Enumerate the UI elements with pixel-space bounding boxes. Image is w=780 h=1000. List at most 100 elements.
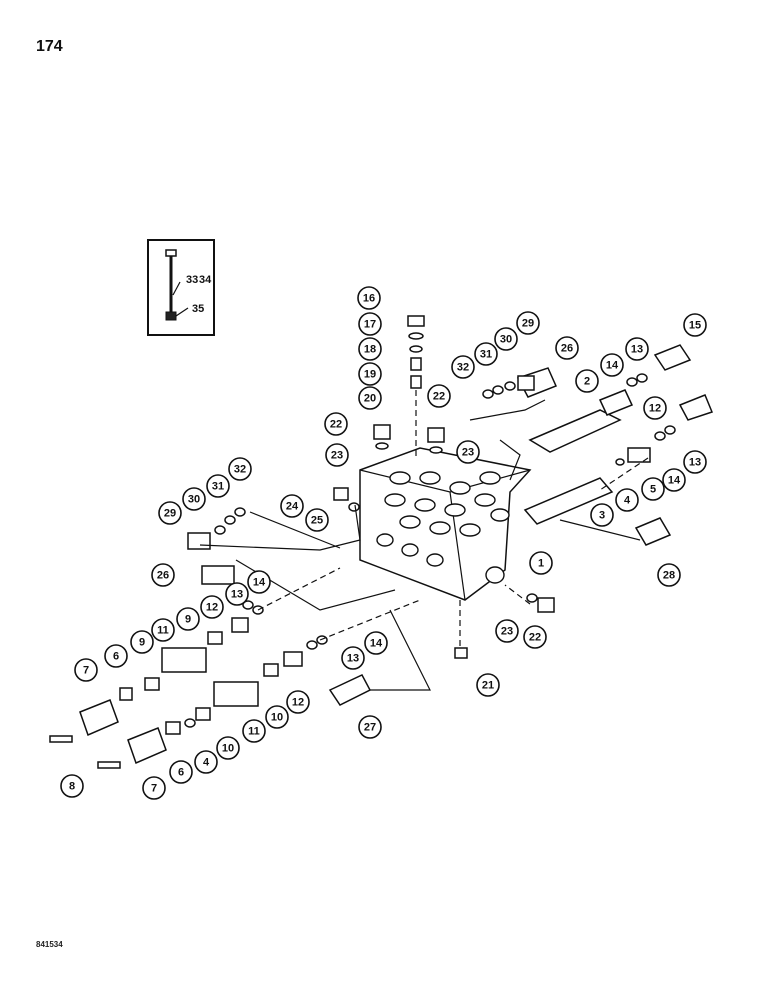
callout-c32a: 32 (451, 355, 475, 379)
callout-c13c: 13 (625, 337, 649, 361)
callout-c28: 28 (657, 563, 681, 587)
spool-3 (523, 477, 614, 525)
callout-label: 19 (364, 369, 376, 381)
callout-label: 22 (433, 391, 445, 403)
callout-label: 14 (606, 360, 619, 372)
page-number: 174 (36, 38, 63, 55)
callout-c6a: 6 (104, 644, 128, 668)
callout-label: 26 (157, 570, 169, 582)
callout-c24: 24 (280, 494, 304, 518)
callout-c29b: 29 (158, 501, 182, 525)
callout-label: 23 (462, 447, 474, 459)
callout-label: 14 (253, 577, 266, 589)
callout-c22a: 22 (324, 412, 348, 436)
callout-c14c: 14 (600, 353, 624, 377)
inset-bolt-detail: 33 34 35 (147, 239, 215, 336)
callout-label: 14 (370, 638, 383, 650)
callout-c10a: 10 (216, 736, 240, 760)
callout-label: 10 (222, 743, 234, 755)
callout-label: 6 (113, 651, 119, 663)
callout-label: 4 (624, 495, 631, 507)
callout-label: 9 (139, 637, 145, 649)
callout-label: 7 (83, 665, 89, 677)
callout-label: 29 (522, 318, 534, 330)
callout-c14a: 14 (247, 570, 271, 594)
callout-c22c: 22 (523, 625, 547, 649)
callout-label: 30 (500, 334, 512, 346)
callout-c26a: 26 (555, 336, 579, 360)
callout-c4b: 4 (194, 750, 218, 774)
callout-c11a: 11 (151, 618, 175, 642)
callout-label: 11 (248, 726, 260, 738)
spool-2 (528, 389, 634, 453)
callout-label: 2 (584, 376, 590, 388)
callout-c7a: 7 (74, 658, 98, 682)
callout-label: 27 (364, 722, 376, 734)
callout-label: 5 (650, 484, 656, 496)
callout-c14b: 14 (364, 631, 388, 655)
callout-c18: 18 (358, 337, 382, 361)
callout-label: 32 (457, 362, 469, 374)
callout-c15: 15 (683, 313, 707, 337)
callout-label: 1 (538, 558, 544, 570)
figure-id: 841534 (36, 940, 63, 949)
callout-c26b: 26 (151, 563, 175, 587)
callout-c13d: 13 (683, 450, 707, 474)
callout-label: 22 (330, 419, 342, 431)
callout-label: 22 (529, 632, 541, 644)
callout-c32b: 32 (228, 457, 252, 481)
callout-c1: 1 (529, 551, 553, 575)
callout-label: 31 (212, 481, 224, 493)
callout-c13a: 13 (225, 582, 249, 606)
inset-label-35: 35 (192, 303, 204, 315)
callout-label: 4 (203, 757, 210, 769)
callout-label: 7 (151, 783, 157, 795)
callout-label: 29 (164, 508, 176, 520)
callout-c16: 16 (357, 286, 381, 310)
small-parts (49, 315, 713, 769)
callout-label: 16 (363, 293, 375, 305)
callout-c9a: 9 (130, 630, 154, 654)
callout-c13b: 13 (341, 646, 365, 670)
callout-label: 13 (689, 457, 701, 469)
callout-label: 17 (364, 319, 376, 331)
callout-c31b: 31 (206, 474, 230, 498)
callout-label: 15 (689, 320, 701, 332)
inset-label-34: 34 (199, 274, 212, 286)
callout-label: 32 (234, 464, 246, 476)
callout-c23b: 23 (456, 440, 480, 464)
callout-c9b: 9 (176, 607, 200, 631)
callout-c22b: 22 (427, 384, 451, 408)
callout-label: 24 (286, 501, 299, 513)
callout-c25: 25 (305, 508, 329, 532)
callout-c14d: 14 (662, 468, 686, 492)
callout-c4a: 4 (615, 488, 639, 512)
callout-c20: 20 (358, 386, 382, 410)
callout-c12b: 12 (286, 690, 310, 714)
callout-label: 9 (185, 614, 191, 626)
callout-label: 8 (69, 781, 75, 793)
callout-label: 10 (271, 712, 283, 724)
callout-label: 30 (188, 494, 200, 506)
callout-c30a: 30 (494, 327, 518, 351)
callout-c23a: 23 (325, 443, 349, 467)
callout-label: 12 (206, 602, 218, 614)
callout-c5: 5 (641, 477, 665, 501)
callout-label: 20 (364, 393, 376, 405)
callout-label: 23 (501, 626, 513, 638)
valve-body (359, 447, 532, 601)
leader-lines (199, 390, 649, 691)
callout-label: 13 (631, 344, 643, 356)
callout-c23c: 23 (495, 619, 519, 643)
inset-label-33: 33 (186, 274, 198, 286)
callout-c29a: 29 (516, 311, 540, 335)
callout-label: 21 (482, 680, 494, 692)
callout-label: 6 (178, 767, 184, 779)
callout-c3: 3 (590, 503, 614, 527)
callout-label: 26 (561, 343, 573, 355)
callout-c21: 21 (476, 673, 500, 697)
callout-c2: 2 (575, 369, 599, 393)
callout-label: 25 (311, 515, 323, 527)
callout-label: 31 (480, 349, 492, 361)
